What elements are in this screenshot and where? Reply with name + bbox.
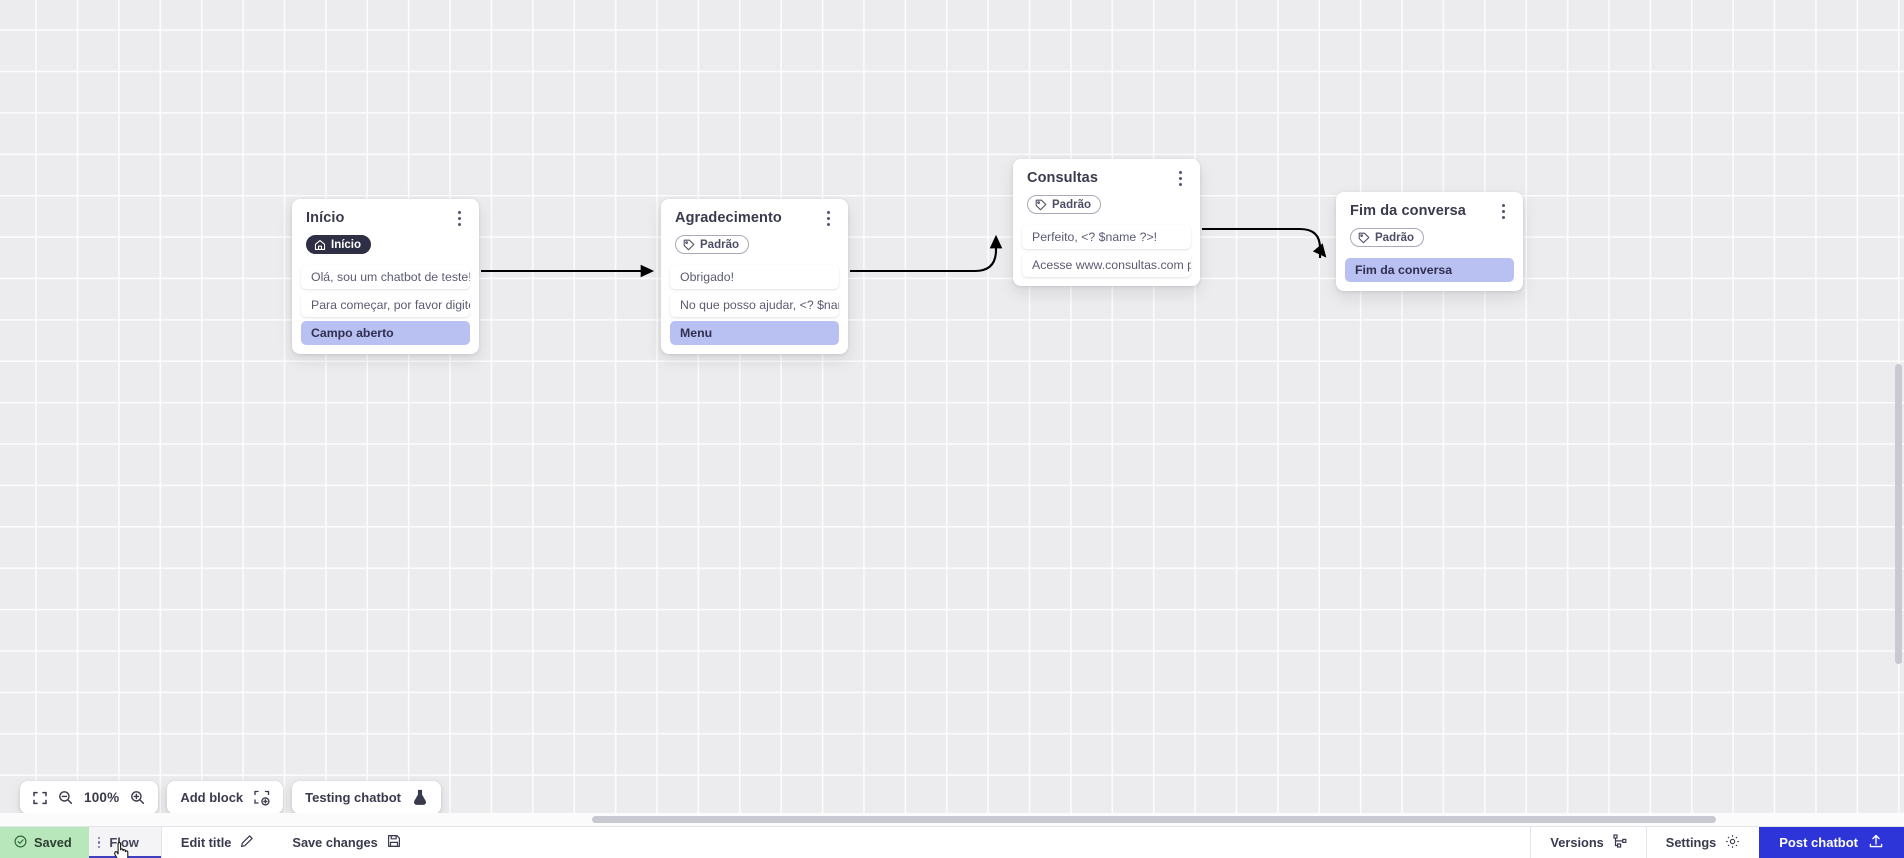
node-badge-label: Padrão <box>1375 231 1414 244</box>
node-badge-row: Padrão <box>1345 220 1514 249</box>
node-title: Fim da conversa <box>1350 203 1466 219</box>
node-row-message[interactable]: Perfeito, <? $name ?>! <box>1022 224 1191 249</box>
versions-label: Versions <box>1550 835 1604 850</box>
node-row-message[interactable]: Obrigado! <box>670 264 839 289</box>
node-header: Início <box>301 210 470 227</box>
zoom-out-icon[interactable] <box>58 790 73 805</box>
post-chatbot-button[interactable]: Post chatbot <box>1759 827 1904 858</box>
settings-label: Settings <box>1665 835 1717 850</box>
post-chatbot-label: Post chatbot <box>1779 835 1858 850</box>
tag-icon <box>1035 199 1047 211</box>
home-icon <box>314 239 326 251</box>
flow-edges <box>481 227 1327 278</box>
node-menu-icon[interactable] <box>821 209 835 227</box>
node-badge-label: Padrão <box>700 238 739 251</box>
vertical-scrollbar-thumb[interactable] <box>1895 364 1902 664</box>
upload-icon <box>1868 833 1884 852</box>
canvas-toolbar: 100% Add block Testing chatbot <box>20 781 441 814</box>
node-title: Agradecimento <box>675 210 782 226</box>
save-changes-label: Save changes <box>292 835 378 850</box>
node-badge-row: Padrão <box>670 227 839 256</box>
node-badge-label: Padrão <box>1052 198 1091 211</box>
flask-icon <box>412 789 428 806</box>
horizontal-scrollbar-thumb[interactable] <box>592 816 1716 823</box>
zoom-controls: 100% <box>20 781 159 814</box>
node-badge[interactable]: Início <box>306 235 372 254</box>
node-row-message[interactable]: No que posso ajudar, <? $name ... <box>670 292 839 317</box>
floppy-disk-icon <box>387 834 401 851</box>
node-rows: Obrigado! No que posso ajudar, <? $name .… <box>670 264 839 345</box>
zoom-level: 100% <box>84 790 120 805</box>
node-row-action[interactable]: Campo aberto <box>301 320 470 345</box>
flow-menu-icon[interactable] <box>97 836 101 849</box>
edge-agradecimento-consultas <box>850 234 1003 273</box>
node-row-action[interactable]: Menu <box>670 320 839 345</box>
tag-icon <box>683 239 695 251</box>
node-menu-icon[interactable] <box>1496 202 1510 220</box>
tab-flow-label: Flow <box>109 835 139 850</box>
node-row-action[interactable]: Fim da conversa <box>1345 257 1514 282</box>
node-title: Início <box>306 210 345 226</box>
bottom-status-bar: Saved Flow Edit title Save changes <box>0 826 1904 858</box>
settings-button[interactable]: Settings <box>1645 827 1759 858</box>
saved-label: Saved <box>34 835 72 850</box>
node-row-message[interactable]: Acesse www.consultas.com par... <box>1022 252 1191 277</box>
testing-chatbot-label: Testing chatbot <box>305 790 401 805</box>
add-block-icon <box>254 790 270 806</box>
zoom-in-icon[interactable] <box>130 790 145 805</box>
tag-icon <box>1358 232 1370 244</box>
node-rows: Perfeito, <? $name ?>! Acesse www.consult… <box>1022 224 1191 277</box>
node-badge[interactable]: Padrão <box>1350 228 1424 247</box>
testing-chatbot-button[interactable]: Testing chatbot <box>292 781 441 814</box>
node-header: Fim da conversa <box>1345 203 1514 220</box>
node-header: Agradecimento <box>670 210 839 227</box>
edit-title-button[interactable]: Edit title <box>162 827 273 858</box>
status-bar-left: Saved Flow Edit title Save changes <box>0 827 420 858</box>
vertical-scrollbar[interactable] <box>1893 0 1904 826</box>
add-block-label: Add block <box>180 790 244 805</box>
edge-consultas-fim-tail <box>1312 243 1327 258</box>
edge-consultas-fim <box>1202 227 1322 258</box>
pencil-icon <box>240 834 254 851</box>
versions-button[interactable]: Versions <box>1530 827 1645 858</box>
status-bar-right: Versions Settings <box>1530 827 1904 858</box>
fit-screen-icon[interactable] <box>33 791 47 805</box>
node-rows: Olá, sou um chatbot de teste! Para começa… <box>301 264 470 345</box>
save-changes-button[interactable]: Save changes <box>273 827 419 858</box>
node-menu-icon[interactable] <box>1173 169 1187 187</box>
add-block-button[interactable]: Add block <box>167 781 284 814</box>
node-header: Consultas <box>1022 170 1191 187</box>
node-menu-icon[interactable] <box>452 209 466 227</box>
node-badge-label: Início <box>331 238 362 251</box>
node-badge[interactable]: Padrão <box>1027 195 1101 214</box>
node-row-message[interactable]: Olá, sou um chatbot de teste! <box>301 264 470 289</box>
tab-flow[interactable]: Flow <box>88 827 162 858</box>
branch-icon <box>1613 834 1627 851</box>
horizontal-scrollbar[interactable] <box>0 813 1904 826</box>
node-rows: Fim da conversa <box>1345 257 1514 282</box>
node-title: Consultas <box>1027 170 1098 186</box>
gear-icon <box>1725 834 1740 852</box>
status-badge-saved: Saved <box>0 827 89 858</box>
node-row-message[interactable]: Para começar, por favor digite o ... <box>301 292 470 317</box>
node-badge[interactable]: Padrão <box>675 235 749 254</box>
node-badge-row: Início <box>301 227 470 256</box>
edit-title-label: Edit title <box>180 835 232 850</box>
node-badge-row: Padrão <box>1022 187 1191 216</box>
check-circle-icon <box>14 835 27 851</box>
